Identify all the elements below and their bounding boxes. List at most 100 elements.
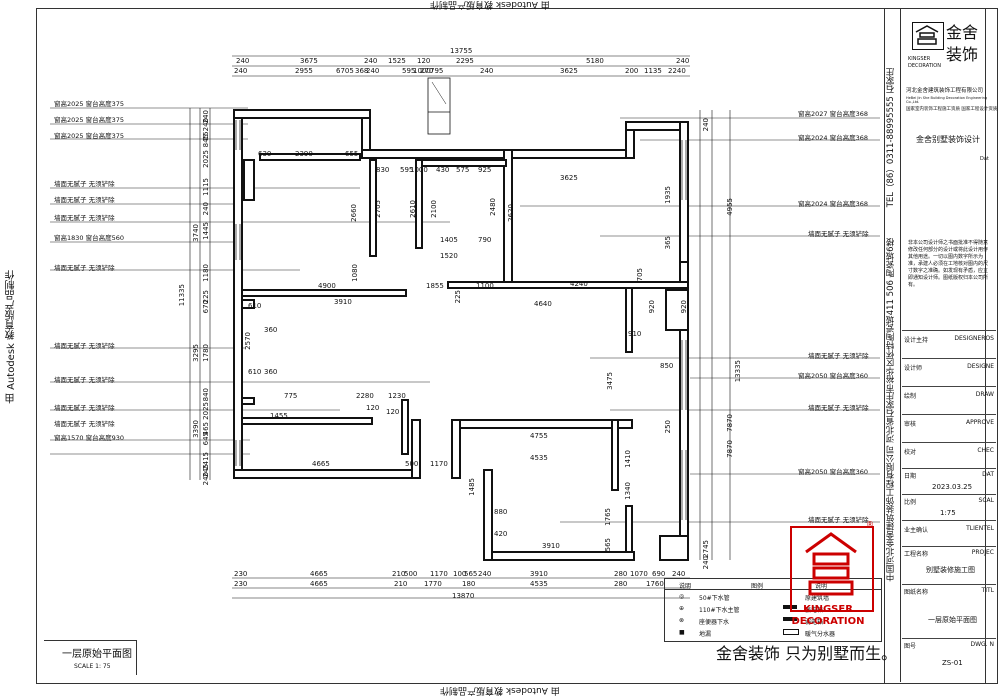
legend-header-desc2: 说明 — [815, 583, 828, 590]
interior-dim: 610 — [248, 302, 262, 310]
dim-top-1-1: 3675 — [300, 57, 318, 65]
dim-bot-1-7: 240 — [478, 570, 492, 578]
interior-dim: 4640 — [534, 300, 552, 308]
interior-dim: 7870 — [726, 440, 734, 458]
title-block-date-label: Dat — [980, 156, 989, 162]
dim-bot-1-2: 210 — [392, 570, 406, 578]
annotation-right: 墙面无腻子 无须铲除 — [808, 404, 869, 412]
inner-frame — [884, 8, 998, 684]
legend-header: 说明 图例 说明 — [665, 579, 881, 590]
legend-item: 地漏 — [699, 631, 712, 638]
dim-left-13: 1780 — [202, 344, 210, 362]
dim-bot-2-1: 4665 — [310, 580, 328, 588]
logo-registered-mark: ® — [866, 520, 874, 529]
interior-dim: 2660 — [350, 204, 358, 222]
dim-top-2-4: 240 — [366, 67, 380, 75]
interior-dim: 2610 — [409, 200, 417, 218]
company-logo-box — [912, 22, 944, 50]
interior-dim: 365 — [664, 236, 672, 250]
dim-left-21: 240 — [202, 472, 210, 486]
interior-dim: 4755 — [530, 432, 548, 440]
annotation-right: 墙面无腻子 无须铲除 — [808, 230, 869, 238]
dim-right-2: 13335 — [734, 360, 742, 383]
interior-dim: 360 — [264, 368, 278, 376]
interior-dim: 910 — [628, 330, 642, 338]
interior-dim: 430 — [436, 166, 450, 174]
annotation-left: 墙面无腻子 无须铲除 — [54, 376, 115, 384]
date-value: 2023.03.25 — [932, 483, 973, 491]
interior-dim: 565 — [604, 538, 612, 552]
dim-top-2-8: 795 — [430, 67, 444, 75]
dim-left-6: 3740 — [192, 224, 200, 242]
interior-dim: 225 — [454, 290, 462, 304]
dim-left-4: 1115 — [202, 178, 210, 196]
dim-top-1-5: 2295 — [456, 57, 474, 65]
dim-top-2-7: 270 — [420, 67, 434, 75]
dim-bot-2-7: 1760 — [646, 580, 664, 588]
interior-dim: 790 — [478, 236, 492, 244]
dim-bot-1-0: 230 — [234, 570, 248, 578]
vertical-address-strip — [884, 8, 901, 682]
annotation-right: 窗高2024 窗台高度368 — [798, 200, 869, 208]
annotation-left: 墙面无腻子 无须铲除 — [54, 342, 115, 350]
interior-dim: 2620 — [507, 204, 515, 222]
interior-dim: 2390 — [295, 150, 313, 158]
interior-dim: 1170 — [430, 460, 448, 468]
watermark-bottom: 由 Autodesk 教育版产品制作 — [440, 685, 560, 695]
dim-bot-1-11: 690 — [652, 570, 666, 578]
interior-dim: 420 — [494, 530, 508, 538]
dwg-value: ZS-01 — [942, 659, 963, 667]
slogan: 金舍装饰 只为别墅而生。 — [716, 644, 898, 663]
dim-left-11: 225 — [202, 290, 210, 304]
title-block-notice: 非本公司设计师之书面批准不得随意修改任何部分的设计或将此设计用作其他用途。一切以… — [908, 240, 989, 288]
interior-dim: 920 — [680, 300, 688, 314]
interior-dim: 1000 — [410, 166, 428, 174]
dim-left-5: 240 — [202, 202, 210, 216]
interior-dim: 1455 — [270, 412, 288, 420]
dim-top-2-11: 200 — [625, 67, 639, 75]
interior-dim: 595 — [400, 166, 414, 174]
legend-heater-icon — [783, 629, 799, 635]
dim-left-12: 3295 — [192, 344, 200, 362]
dim-left-8: 1180 — [202, 264, 210, 282]
dim-left-2: 845 — [202, 134, 210, 148]
interior-dim: 705 — [636, 268, 644, 282]
dim-bot-1-4: 1170 — [430, 570, 448, 578]
annotation-right: 窗高2050 窗台高度360 — [798, 468, 869, 476]
interior-dim: 4900 — [318, 282, 336, 290]
legend-item: 原建筑墙 — [805, 595, 830, 602]
floor-plan — [50, 55, 880, 599]
annotation-left: 墙面无腻子 无须铲除 — [54, 420, 115, 428]
dim-left-14: 840 — [202, 388, 210, 402]
drawing-title: 一层原始平面图 — [62, 649, 132, 660]
dim-bot-2-3: 1770 — [424, 580, 442, 588]
annotation-right: 窗高2050 窗台高度360 — [798, 372, 869, 380]
company-sub: 国家室内装饰工程施工资质 国家工程设计资质 — [906, 107, 998, 112]
dim-bot-1-8: 3910 — [530, 570, 548, 578]
dim-top-total: 13755 — [450, 47, 473, 55]
dim-right-3: 7870 — [726, 414, 734, 432]
interior-dim: 120 — [366, 404, 380, 412]
dim-bot-1-10: 1070 — [630, 570, 648, 578]
interior-dim: 3910 — [542, 542, 560, 550]
annotation-left: 墙面无腻子 无须铲除 — [54, 214, 115, 222]
dim-bot-2-5: 4535 — [530, 580, 548, 588]
legend-header-symbol: 图例 — [751, 583, 764, 590]
dim-top-1-7: 240 — [676, 57, 690, 65]
interior-dim: 775 — [284, 392, 298, 400]
annotation-left: 窗高2025 窗台高度375 — [54, 132, 125, 140]
interior-dim: 3910 — [334, 298, 352, 306]
dim-top-2-3: 368 — [355, 67, 369, 75]
interior-dim: 830 — [376, 166, 390, 174]
interior-dim: 1080 — [351, 264, 359, 282]
interior-dim: 2280 — [356, 392, 374, 400]
company-name-cn: 金舍装饰 — [946, 23, 979, 64]
interior-dim: 575 — [456, 166, 470, 174]
tel-line: TEL（86）0311-88995555 石家庄 — [886, 68, 896, 208]
interior-dim: 360 — [264, 326, 278, 334]
